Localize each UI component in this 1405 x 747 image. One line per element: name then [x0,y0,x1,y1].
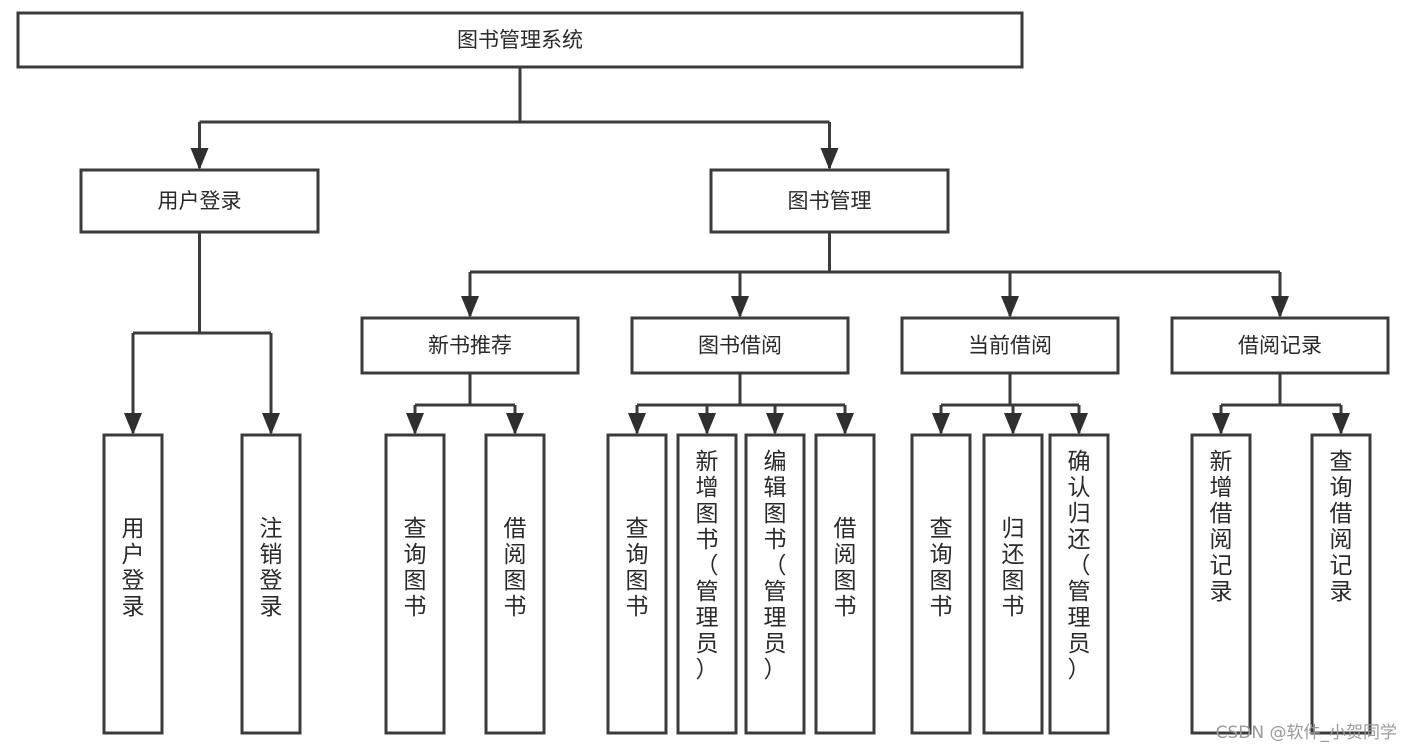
arrowhead-root-1 [820,148,839,170]
arrowhead-l3-1-0 [628,413,646,435]
node-leaf-11[interactable]: 新增借阅记录 [1190,433,1252,735]
node-level3-2-box[interactable] [900,316,1120,375]
node-leaf-5[interactable]: 新增图书（管理员） [676,433,738,735]
node-level3-0-label: 新书推荐 [428,334,512,358]
node-leaf-7-box[interactable] [814,433,876,735]
node-leaf-12-label: 查询借阅记录 [1330,449,1353,605]
arrowhead-userlogin-0 [124,413,142,435]
arrowhead-l3-3-1 [1332,413,1350,435]
node-root-book-management-system[interactable]: 图书管理系统 [16,11,1024,69]
node-leaf-8-box[interactable] [910,433,972,735]
node-leaf-6-box[interactable] [744,433,806,735]
node-level2-0-box[interactable] [79,168,320,234]
node-level3-2-label: 当前借阅 [968,334,1052,358]
node-level3-3-box[interactable] [1170,316,1390,375]
arrowhead-l3-3-0 [1212,413,1230,435]
arrowhead-l3-0-1 [506,413,524,435]
arrowhead-root-0 [190,148,209,170]
node-leaf-2-box[interactable] [384,433,446,735]
node-leaf-7[interactable]: 借阅图书 [814,433,876,735]
node-level2-1-label: 图书管理 [788,189,872,213]
node-leaf-3-box[interactable] [484,433,546,735]
node-level3-0[interactable]: 新书推荐 [360,316,580,375]
node-leaf-4[interactable]: 查询图书 [606,433,668,735]
arrowhead-l3-1-1 [698,413,716,435]
node-leaf-5-label: 新增图书（管理员） [696,449,719,683]
node-leaf-0-box[interactable] [102,433,164,735]
node-leaf-6[interactable]: 编辑图书（管理员） [744,433,806,735]
node-leaf-3[interactable]: 借阅图书 [484,433,546,735]
node-level3-3[interactable]: 借阅记录 [1170,316,1390,375]
arrowhead-l3-2-2 [1070,413,1088,435]
node-root-book-management-system-label: 图书管理系统 [457,28,583,52]
node-leaf-9-label: 归还图书 [1002,516,1025,620]
node-leaf-3-label: 借阅图书 [504,516,527,620]
node-level3-1[interactable]: 图书借阅 [630,316,850,375]
node-leaf-12[interactable]: 查询借阅记录 [1310,433,1372,735]
node-root-book-management-system-box[interactable] [16,11,1024,69]
arrowhead-userlogin-1 [262,413,280,435]
node-leaf-11-label: 新增借阅记录 [1210,449,1233,605]
arrowhead-l3-2-0 [932,413,950,435]
arrowhead-bookmgmt-0 [461,296,479,318]
node-level3-1-box[interactable] [630,316,850,375]
node-leaf-7-label: 借阅图书 [834,516,857,620]
node-leaf-5-box[interactable] [676,433,738,735]
arrowhead-l3-1-3 [836,413,854,435]
node-leaf-6-label: 编辑图书（管理员） [764,449,787,683]
node-leaf-0-label: 用户登录 [122,516,145,620]
node-leaf-10[interactable]: 确认归还（管理员） [1048,433,1110,735]
node-leaf-9[interactable]: 归还图书 [982,433,1044,735]
node-leaf-9-box[interactable] [982,433,1044,735]
node-leaf-8[interactable]: 查询图书 [910,433,972,735]
node-level2-0-label: 用户登录 [158,189,242,213]
node-level2-1[interactable]: 图书管理 [709,168,950,234]
node-leaf-0[interactable]: 用户登录 [102,433,164,735]
arrowhead-l3-2-1 [1004,413,1022,435]
node-leaf-1-box[interactable] [240,433,302,735]
arrowhead-bookmgmt-3 [1271,296,1289,318]
arrowhead-l3-1-2 [766,413,784,435]
node-level3-2[interactable]: 当前借阅 [900,316,1120,375]
node-level3-0-box[interactable] [360,316,580,375]
node-leaf-8-label: 查询图书 [930,516,953,620]
node-leaf-1-label: 注销登录 [260,516,283,620]
node-leaf-1[interactable]: 注销登录 [240,433,302,735]
node-level3-1-label: 图书借阅 [698,334,782,358]
node-leaf-2[interactable]: 查询图书 [384,433,446,735]
node-level3-3-label: 借阅记录 [1238,334,1322,358]
node-leaf-12-box[interactable] [1310,433,1372,735]
nodes-layer: 图书管理系统用户登录图书管理新书推荐图书借阅当前借阅借阅记录用户登录注销登录查询… [16,11,1390,735]
node-level2-0[interactable]: 用户登录 [79,168,320,234]
node-leaf-4-box[interactable] [606,433,668,735]
node-leaf-10-label: 确认归还（管理员） [1068,449,1091,683]
node-level2-1-box[interactable] [709,168,950,234]
arrowhead-bookmgmt-2 [1001,296,1019,318]
node-leaf-10-box[interactable] [1048,433,1110,735]
arrowhead-l3-0-0 [406,413,424,435]
arrowhead-bookmgmt-1 [731,296,749,318]
node-leaf-4-label: 查询图书 [626,516,649,620]
node-leaf-2-label: 查询图书 [404,516,427,620]
node-leaf-11-box[interactable] [1190,433,1252,735]
connectors-layer [124,67,1350,435]
